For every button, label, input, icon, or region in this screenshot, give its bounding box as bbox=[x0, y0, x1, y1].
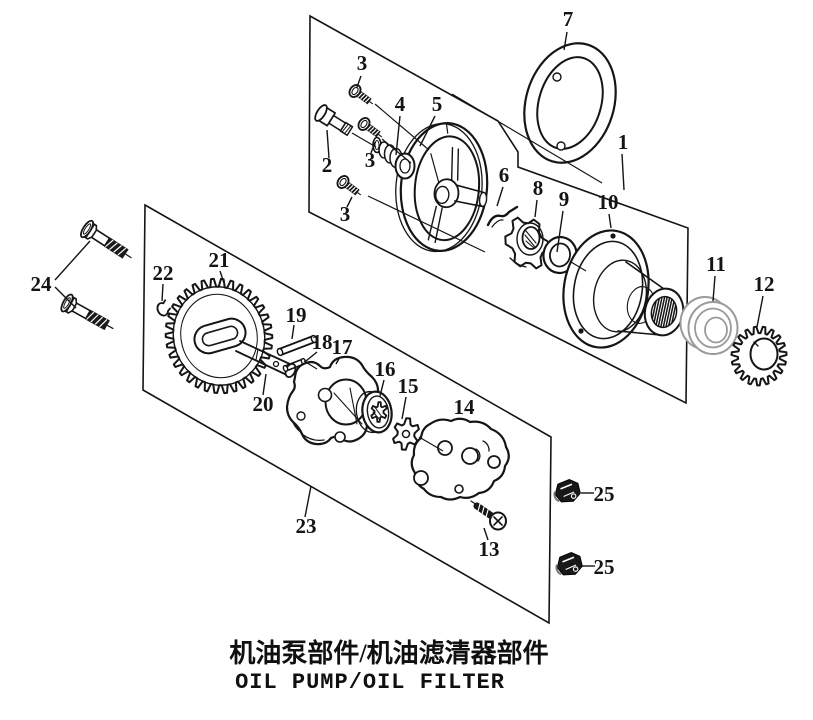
part-label-23: 23 bbox=[296, 514, 317, 538]
part-label-6: 6 bbox=[499, 163, 510, 187]
part-5-pump-wheel bbox=[395, 122, 489, 253]
leader-line-3 bbox=[346, 196, 353, 208]
leader-line-24 bbox=[54, 286, 77, 309]
part-label-24: 24 bbox=[31, 272, 53, 296]
part-25-fitting-b bbox=[553, 550, 585, 578]
spline-line bbox=[660, 296, 668, 328]
part-label-10: 10 bbox=[598, 190, 619, 214]
part-4-spring-stack bbox=[372, 136, 416, 180]
leader-line-13 bbox=[483, 527, 489, 541]
part-10-filter-housing bbox=[562, 229, 685, 349]
part-19-rod bbox=[276, 334, 318, 357]
part-8-rotor-nut bbox=[504, 216, 550, 270]
part-label-1: 1 bbox=[618, 130, 629, 154]
part-9-seal-washer bbox=[542, 235, 578, 275]
lower-panel-outline bbox=[142, 203, 552, 625]
part-label-11: 11 bbox=[706, 252, 726, 276]
part-label-5: 5 bbox=[432, 92, 443, 116]
part-16-outer-rotor bbox=[355, 390, 393, 434]
part-label-18: 18 bbox=[312, 330, 333, 354]
part-21-drive-gear bbox=[164, 277, 274, 395]
leader-line-3 bbox=[356, 75, 362, 88]
part-6-clip bbox=[486, 205, 519, 228]
part-11-bearing bbox=[679, 296, 739, 355]
spline-line bbox=[657, 296, 666, 327]
part-label-12: 12 bbox=[754, 272, 775, 296]
part-label-21: 21 bbox=[209, 248, 230, 272]
leader-line-8 bbox=[534, 199, 538, 218]
leader-line-11 bbox=[712, 275, 716, 302]
part-3-screw-a bbox=[346, 81, 378, 111]
title-chinese: 机油泵部件/机油滤清器部件 bbox=[229, 639, 548, 668]
part-17-pump-body bbox=[285, 355, 380, 446]
spline-line bbox=[655, 297, 663, 325]
spline-line bbox=[671, 304, 677, 324]
part-label-8: 8 bbox=[533, 176, 544, 200]
spline-line bbox=[651, 300, 657, 320]
part-label-14: 14 bbox=[454, 395, 476, 419]
part-label-25: 25 bbox=[594, 482, 615, 506]
part-3-screw-c bbox=[334, 172, 366, 202]
leader-line-23 bbox=[304, 485, 312, 518]
leader-line-20 bbox=[262, 373, 267, 396]
part-label-4: 4 bbox=[395, 92, 406, 116]
spline-line bbox=[668, 301, 675, 326]
leader-line-5 bbox=[419, 115, 436, 147]
upper-panel-outline bbox=[308, 14, 689, 405]
part-15-inner-rotor bbox=[392, 417, 420, 451]
part-20-pump-shaft bbox=[235, 340, 297, 379]
part-label-3: 3 bbox=[340, 202, 351, 226]
leader-line-17 bbox=[335, 356, 341, 365]
part-2-shoulder-bolt bbox=[314, 104, 354, 137]
leader-line-18 bbox=[305, 351, 318, 362]
title-english: OIL PUMP/OIL FILTER bbox=[235, 670, 505, 695]
leader-line-9 bbox=[556, 210, 564, 253]
part-label-9: 9 bbox=[559, 187, 570, 211]
leader-line-19 bbox=[291, 324, 295, 340]
part-label-17: 17 bbox=[332, 335, 353, 359]
spline-bore bbox=[651, 296, 677, 328]
part-label-20: 20 bbox=[253, 392, 274, 416]
leader-line-6 bbox=[496, 186, 504, 207]
spline-line bbox=[653, 298, 660, 323]
part-label-19: 19 bbox=[286, 303, 307, 327]
assembly-axis-lines bbox=[303, 93, 603, 452]
part-label-3: 3 bbox=[357, 51, 368, 75]
part-25-fitting-a bbox=[551, 477, 583, 505]
part-22-e-clip bbox=[156, 299, 171, 317]
spline-line bbox=[665, 299, 673, 327]
leader-line-10 bbox=[608, 213, 612, 229]
part-24-bolt-a bbox=[77, 218, 138, 267]
leader-line-21 bbox=[219, 270, 225, 284]
part-label-13: 13 bbox=[479, 537, 500, 561]
part-label-3: 3 bbox=[365, 148, 376, 172]
part-label-22: 22 bbox=[153, 261, 174, 285]
leader-line-16 bbox=[379, 379, 385, 397]
leader-line-22 bbox=[161, 283, 164, 302]
part-label-15: 15 bbox=[398, 374, 419, 398]
part-7-gasket bbox=[523, 42, 617, 164]
leader-line-1 bbox=[621, 153, 625, 191]
part-label-7: 7 bbox=[563, 7, 574, 31]
spline-line bbox=[662, 297, 671, 328]
leader-line-12 bbox=[756, 295, 764, 328]
leader-line-24 bbox=[54, 240, 91, 281]
part-14-cover-plate bbox=[410, 417, 510, 501]
part-label-2: 2 bbox=[322, 153, 333, 177]
leader-line-4 bbox=[395, 115, 401, 156]
leader-line-2 bbox=[326, 129, 330, 159]
part-label-16: 16 bbox=[375, 357, 396, 381]
part-12-gear bbox=[730, 325, 788, 387]
leader-line-7 bbox=[563, 31, 568, 51]
part-label-25: 25 bbox=[594, 555, 615, 579]
leader-line-3 bbox=[370, 141, 376, 154]
part-13-screw bbox=[470, 500, 507, 531]
leader-line-15 bbox=[401, 396, 407, 420]
